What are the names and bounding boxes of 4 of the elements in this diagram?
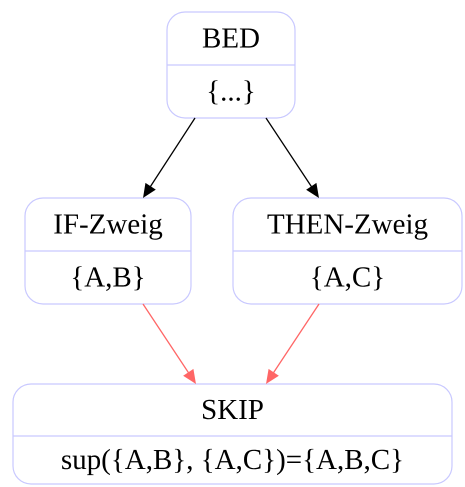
- record-box: IF-Zweig {A,B}: [24, 197, 192, 305]
- record-box: BED {...}: [166, 11, 296, 119]
- record-box: THEN-Zweig {A,C}: [232, 197, 463, 305]
- record-box: SKIP sup({A,B}, {A,C})={A,B,C}: [12, 383, 453, 485]
